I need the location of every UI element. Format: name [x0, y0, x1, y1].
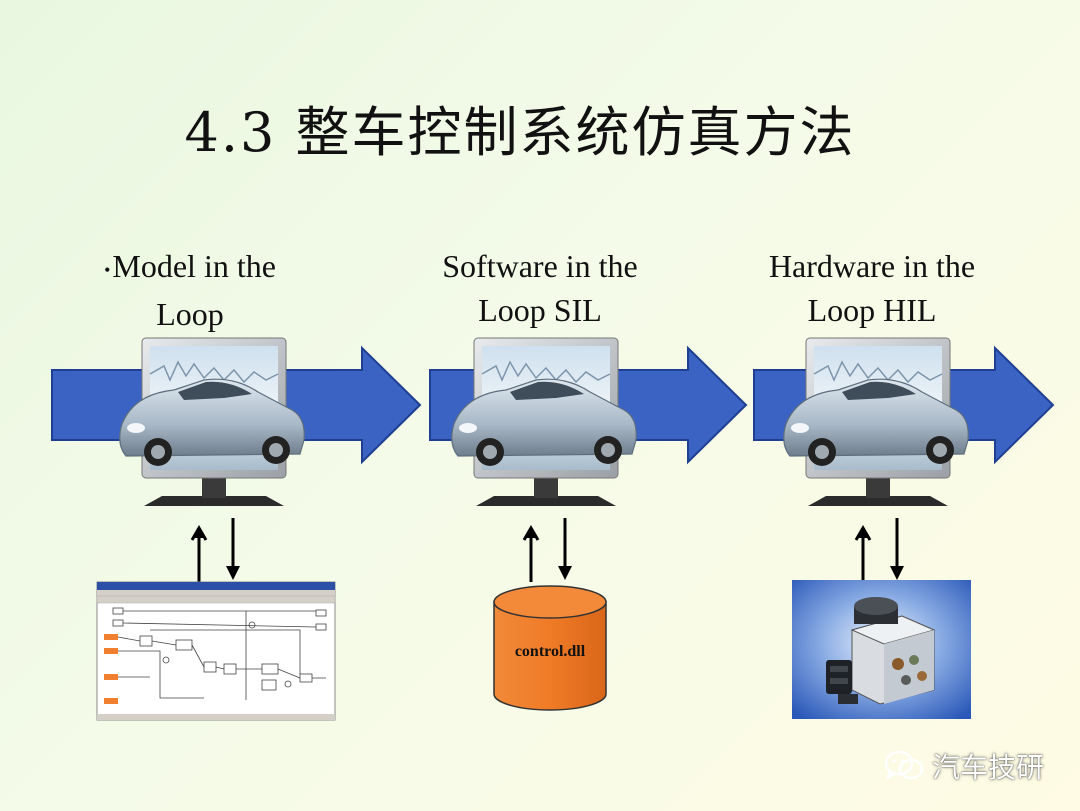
bidirectional-arrow-icon [190, 516, 242, 584]
monitor-car-icon [451, 337, 637, 507]
monitor-car-icon [783, 337, 969, 507]
stage-label-mil-line2: Loop [156, 295, 224, 332]
bidirectional-arrow-icon [854, 516, 906, 584]
bidirectional-arrow-icon [522, 516, 574, 584]
stage-label-sil: Software in the Loop SIL [390, 244, 690, 332]
stage-label-hil-line1: Hardware in the [768, 248, 976, 284]
stage-label-hil-line2: Loop HIL [807, 292, 937, 328]
database-cylinder-icon: control.dll [493, 585, 607, 711]
stage-label-mil-line1: Model in the [112, 248, 276, 284]
monitor-car-icon [119, 337, 305, 507]
stage-label-hil: Hardware in the Loop HIL [722, 244, 1022, 332]
watermark-text: 汽车技研 [931, 751, 1044, 784]
slide-title: 4.3 整车控制系统仿真方法 [184, 101, 856, 164]
ecu-hardware-icon [792, 580, 971, 719]
simulink-screenshot-icon [96, 581, 336, 721]
dll-label: control.dll [515, 643, 586, 660]
stage-label-mil: •Model in the Loop [40, 244, 340, 336]
watermark: 汽车技研 [884, 746, 1044, 786]
stage-label-sil-line1: Software in the [442, 248, 638, 284]
wechat-icon [884, 750, 924, 782]
bullet-icon: • [104, 259, 111, 280]
stage-label-sil-line2: Loop SIL [478, 292, 602, 328]
